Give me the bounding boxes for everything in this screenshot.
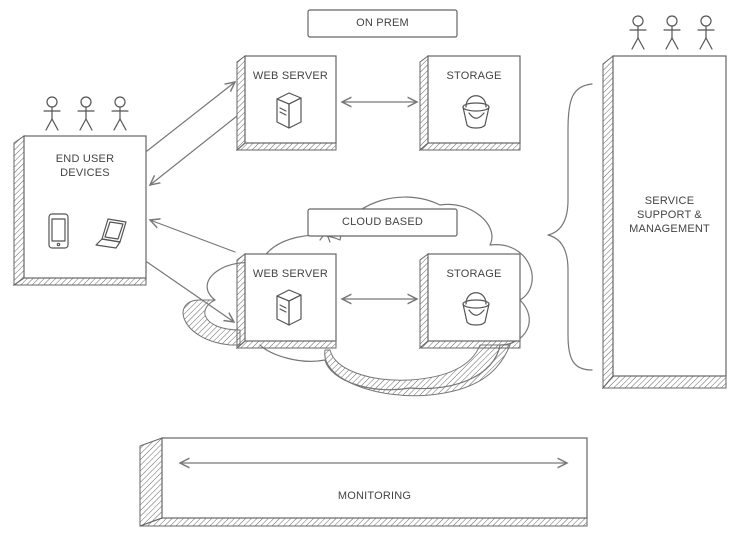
person-icon — [663, 15, 681, 50]
end-user-devices-label: END USER DEVICES — [55, 153, 115, 179]
person-icon — [77, 96, 95, 131]
service-support-box — [601, 54, 727, 390]
monitoring-box — [139, 437, 588, 527]
server-icon — [276, 92, 302, 129]
arrow-devices-to-web-on-prem — [146, 82, 235, 152]
person-icon — [697, 15, 715, 50]
arrow-web-on-prem-to-devices — [150, 115, 238, 185]
person-icon — [111, 96, 129, 131]
laptop-icon — [95, 218, 127, 249]
end-user-devices-box — [12, 135, 147, 286]
cloud-based-label-box — [307, 208, 458, 237]
person-icon — [629, 15, 647, 50]
web-server-cloud-label: WEB SERVER — [252, 268, 329, 280]
cloud-based-label: CLOUD BASED — [341, 216, 424, 228]
phone-icon — [48, 213, 69, 249]
bucket-icon — [462, 95, 490, 129]
service-support-label: SERVICE SUPPORT & MANAGEMENT — [629, 195, 710, 235]
on-prem-label-box — [307, 9, 458, 38]
storage-cloud-label: STORAGE — [446, 268, 502, 280]
bucket-icon — [462, 292, 490, 326]
web-server-on-prem-box — [235, 55, 337, 152]
on-prem-label: ON PREM — [356, 17, 409, 29]
connectors — [146, 82, 567, 463]
person-icon — [43, 96, 61, 131]
arrow-web-cloud-to-devices — [150, 220, 236, 253]
curly-brace — [547, 83, 593, 371]
web-server-on-prem-label: WEB SERVER — [252, 70, 329, 82]
monitoring-label: MONITORING — [337, 490, 412, 502]
web-server-cloud-box — [235, 253, 337, 350]
arrow-devices-to-web-cloud — [146, 261, 234, 322]
server-icon — [276, 289, 302, 326]
storage-on-prem-label: STORAGE — [446, 70, 502, 82]
storage-cloud-box — [418, 253, 521, 350]
